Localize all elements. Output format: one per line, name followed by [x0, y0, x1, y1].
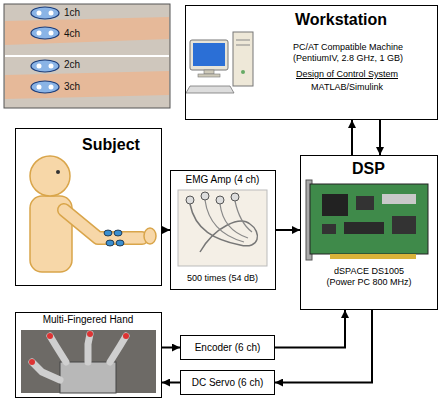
photo-frame — [178, 190, 267, 266]
electrode-dot — [37, 11, 42, 16]
monitor-stand — [204, 70, 214, 74]
arm-photo — [4, 4, 170, 108]
edge-connector — [330, 254, 416, 259]
chip — [322, 194, 348, 216]
finger — [88, 334, 90, 362]
monitor-base — [198, 74, 220, 77]
signal-arrow — [351, 120, 353, 155]
encoder-box: Encoder (6 ch) — [180, 335, 275, 360]
electrode — [31, 60, 59, 72]
cable — [220, 204, 248, 238]
electrode — [31, 81, 59, 93]
electrode-dot — [37, 31, 42, 36]
electrode-pad — [216, 196, 224, 204]
electrode-dot — [49, 85, 54, 90]
channel-label: 2ch — [64, 59, 80, 71]
arm-outline — [64, 210, 142, 238]
electrode-dot — [49, 11, 54, 16]
electrode-pad — [231, 193, 239, 201]
electrode-dot — [37, 85, 42, 90]
fingertip — [29, 359, 35, 365]
pc-tower — [233, 32, 253, 86]
chip — [382, 194, 416, 204]
photo-frame — [4, 4, 170, 108]
photo-frame — [21, 330, 156, 393]
chip — [344, 222, 384, 234]
fingertip — [87, 331, 93, 337]
electrode-dot — [49, 64, 54, 69]
emg-photo — [178, 190, 267, 266]
signal-arrow — [162, 382, 180, 384]
hand — [144, 228, 156, 244]
electrode — [114, 230, 122, 236]
box-title: Workstation — [246, 10, 436, 29]
channel-label: 3ch — [64, 81, 80, 93]
workstation-box: WorkstationPC/AT Compatible Machine (Pen… — [185, 5, 438, 120]
electrode — [116, 240, 124, 246]
box-title: EMG Amp (4 ch) — [171, 174, 274, 186]
software-text: MATLAB/Simulink — [261, 82, 433, 93]
subject-box: Subject — [15, 128, 162, 286]
electrode — [104, 230, 112, 236]
chip — [392, 216, 416, 234]
electrode-pad — [201, 192, 209, 200]
box-label: Encoder (6 ch) — [195, 342, 261, 354]
signal-arrow — [275, 310, 345, 348]
keyboard — [186, 86, 234, 93]
electrode — [31, 7, 59, 19]
dsp-box: DSP dSPACE DS1005 (Power PC 800 MHz) — [300, 155, 438, 310]
dsp-board — [306, 180, 428, 260]
forearm — [5, 71, 169, 99]
signal-arrow — [162, 229, 170, 231]
box-label: DC Servo (6 ch) — [192, 377, 264, 389]
signal-arrow — [276, 229, 300, 231]
electrode-dot — [37, 64, 42, 69]
finger — [50, 336, 66, 362]
drive-slot — [236, 45, 250, 46]
box-title: Subject — [66, 135, 156, 154]
robot-hand-box: Multi-Fingered Hand — [15, 312, 162, 398]
computer-icon — [186, 32, 253, 93]
fingertip — [123, 333, 129, 339]
cable — [235, 201, 252, 232]
servo-box: DC Servo (6 ch) — [180, 370, 275, 395]
power-led — [241, 70, 245, 74]
electrode-pad — [186, 196, 194, 204]
palm — [60, 362, 116, 393]
cable — [205, 200, 244, 242]
pcb — [310, 184, 428, 254]
fingertip — [47, 333, 53, 339]
signal-arrow — [275, 310, 372, 383]
box-title: DSP — [301, 159, 436, 178]
arm — [64, 210, 142, 238]
signal-arrow — [379, 120, 381, 155]
monitor-screen — [193, 43, 225, 66]
electrode-dot — [49, 31, 54, 36]
spec-text: PC/AT Compatible Machine (PentiumIV, 2.8… — [283, 42, 413, 64]
subject-figure — [30, 156, 156, 272]
channel-label: 4ch — [64, 28, 80, 40]
electrode — [31, 27, 59, 39]
monitor — [190, 40, 228, 70]
electrode — [106, 240, 114, 246]
hand-photo — [21, 330, 156, 393]
finger — [110, 336, 126, 362]
head — [30, 156, 70, 196]
chip — [322, 224, 336, 234]
thumb — [32, 362, 60, 380]
forearm — [5, 17, 169, 45]
channel-label: 1ch — [64, 7, 80, 19]
section-heading: Design of Control System — [261, 69, 433, 80]
board-text: dSPACE DS1005 (Power PC 800 MHz) — [321, 266, 417, 288]
eye — [56, 170, 60, 174]
photo-divider — [5, 55, 169, 57]
chip — [356, 196, 374, 210]
box-title: Multi-Fingered Hand — [16, 314, 160, 326]
gain-text: 500 times (54 dB) — [171, 273, 274, 284]
drive-slot — [236, 40, 250, 41]
signal-arrow — [162, 347, 180, 349]
amplifier-box: EMG Amp (4 ch) 500 times (54 dB) — [170, 170, 276, 290]
